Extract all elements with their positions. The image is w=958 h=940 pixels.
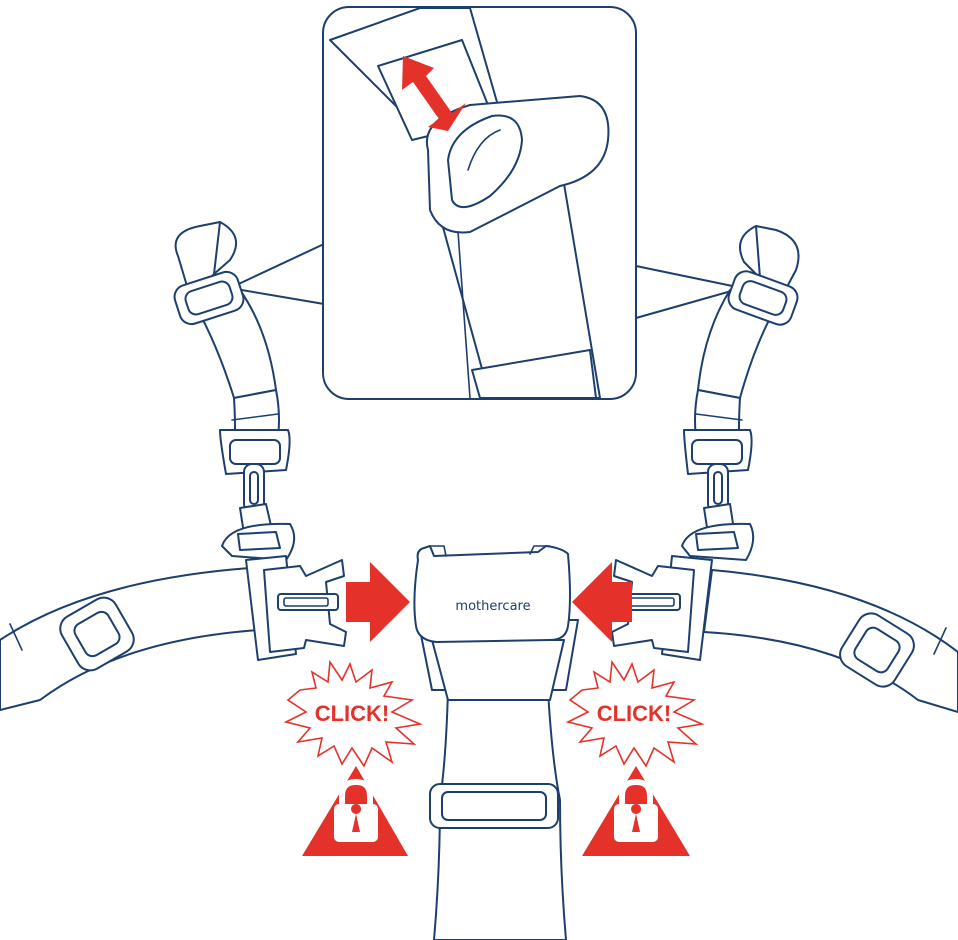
click-text-right: CLICK! xyxy=(597,701,672,726)
right-shoulder-strap xyxy=(681,225,800,561)
click-text-left: CLICK! xyxy=(315,701,390,726)
left-waist-strap xyxy=(0,567,259,711)
click-burst-left: CLICK! xyxy=(283,659,423,768)
left-shoulder-strap xyxy=(173,221,296,561)
right-waist-strap xyxy=(703,569,958,713)
push-arrow-left-icon xyxy=(572,562,632,642)
left-buckle-tongue xyxy=(245,555,347,661)
crotch-strap xyxy=(429,689,567,940)
push-arrow-right-icon xyxy=(346,562,410,642)
zoom-inset xyxy=(229,6,743,400)
right-buckle-tongue xyxy=(611,555,713,661)
central-buckle: mothercare xyxy=(413,545,579,701)
padlock-warning-icon xyxy=(582,766,690,856)
padlock-warning-icon xyxy=(302,766,408,856)
click-burst-right: CLICK! xyxy=(565,659,705,768)
brand-label: mothercare xyxy=(455,599,530,614)
adjust-double-arrow-icon xyxy=(402,56,466,131)
